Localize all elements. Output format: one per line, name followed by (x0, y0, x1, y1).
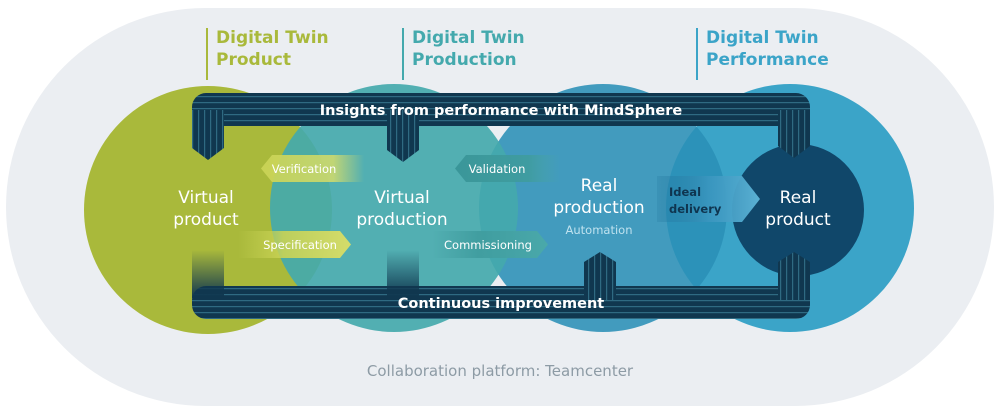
arrow-specification (238, 231, 351, 258)
loop-top-left-drop (192, 110, 224, 160)
loop-top-right-drop (778, 110, 810, 158)
loop-top-bar (192, 93, 810, 126)
header-product-line1: Digital Twin (216, 28, 329, 48)
circle-real-production (479, 84, 727, 332)
loop-bottom-left-rise (192, 250, 224, 298)
arrow-validation-label: Validation (469, 162, 526, 176)
arrow-verification-label: Verification (272, 162, 337, 176)
arrow-ideal-delivery-line2: delivery (669, 202, 722, 216)
loop-top-middle-drop (387, 110, 419, 162)
header-production-line2: Production (412, 50, 517, 70)
header-digital-twin-performance: Digital Twin Performance (706, 27, 829, 71)
arrow-commissioning (432, 231, 548, 258)
arrow-validation (455, 155, 560, 182)
stage-real-production-line1: Real (581, 176, 618, 196)
header-production-marker (402, 28, 404, 80)
loop-bottom-middle-rise (387, 250, 419, 298)
header-digital-twin-product: Digital Twin Product (216, 27, 329, 71)
loop-bottom-bar (192, 286, 810, 319)
header-performance-line2: Performance (706, 50, 829, 70)
loop-bottom-right-rise (584, 252, 616, 300)
header-product-marker (206, 28, 208, 80)
loop-top-label: Insights from performance with MindSpher… (320, 103, 683, 119)
stage-real-production-sub: Automation (566, 223, 633, 237)
arrow-commissioning-label: Commissioning (444, 238, 532, 252)
stage-virtual-production-line2: production (356, 210, 447, 230)
stage-virtual-product-line1: Virtual (178, 188, 234, 208)
loop-bottom-label: Continuous improvement (398, 296, 605, 312)
arrow-verification (261, 155, 364, 182)
arrow-ideal-delivery-line1: Ideal (669, 185, 701, 199)
circle-real-product (732, 144, 864, 276)
header-performance-line1: Digital Twin (706, 28, 819, 48)
circle-virtual-production (270, 84, 518, 332)
header-performance-marker (696, 28, 698, 80)
loop-bottom-far-right-rise (778, 252, 810, 300)
header-digital-twin-production: Digital Twin Production (412, 27, 525, 71)
stage-virtual-product-line2: product (173, 210, 239, 230)
stage-real-production-line2: production (553, 198, 644, 218)
stage-real-product-line2: product (765, 210, 831, 230)
platform-caption: Collaboration platform: Teamcenter (367, 362, 634, 380)
stage-real-product-line1: Real (780, 188, 817, 208)
arrow-ideal-delivery (657, 176, 760, 222)
stage-virtual-production-line1: Virtual (374, 188, 430, 208)
circle-virtual-product (84, 86, 332, 334)
arrow-specification-label: Specification (263, 238, 337, 252)
header-production-line1: Digital Twin (412, 28, 525, 48)
header-product-line2: Product (216, 50, 291, 70)
